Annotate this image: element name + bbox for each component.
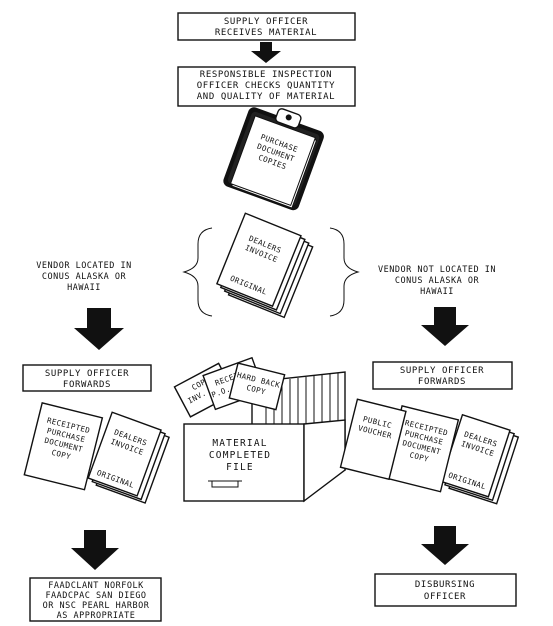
- right-documents-stack: DEALERS INVOICE ORIGINAL RECEIPTED PURCH…: [339, 398, 520, 505]
- right-brace: [329, 227, 360, 317]
- left-destination-line4: AS APPROPRIATE: [57, 611, 136, 621]
- material-completed-file-box: MATERIAL COMPLETED FILE COPY INV. ETC RE…: [173, 356, 346, 503]
- left-documents-stack: DEALERS INVOICE ORIGINAL RECEIPTED PURCH…: [23, 402, 170, 504]
- file-label-3: FILE: [226, 462, 254, 473]
- top-box-line1: SUPPLY OFFICER: [224, 17, 308, 27]
- left-destination-box: FAADCLANT NORFOLK FAADCPAC SAN DIEGO OR …: [29, 577, 162, 622]
- file-label-2: COMPLETED: [209, 450, 271, 461]
- right-condition-label: VENDOR NOT LOCATED IN CONUS ALASKA OR HA…: [378, 265, 496, 297]
- left-destination-line1: FAADCLANT NORFOLK: [48, 581, 144, 591]
- right-condition-line3: HAWAII: [420, 287, 454, 297]
- top-box-line2: RECEIVES MATERIAL: [215, 28, 317, 38]
- right-supply-officer-forwards-box: SUPPLY OFFICER FORWARDS: [372, 361, 513, 390]
- right-forward-line1: SUPPLY OFFICER: [400, 366, 484, 376]
- clipboard-purchase-documents: PURCHASE DOCUMENT COPIES: [223, 107, 324, 211]
- right-forward-line2: FORWARDS: [418, 377, 466, 387]
- left-supply-officer-forwards-box: SUPPLY OFFICER FORWARDS: [22, 364, 152, 392]
- left-condition-line2: CONUS ALASKA OR: [42, 272, 127, 282]
- supply-officer-receives-box: SUPPLY OFFICER RECEIVES MATERIAL: [177, 12, 356, 41]
- inspection-line2: OFFICER CHECKS QUANTITY: [197, 81, 335, 91]
- right-condition-line1: VENDOR NOT LOCATED IN: [378, 265, 496, 275]
- left-condition-line3: HAWAII: [67, 283, 101, 293]
- left-down-arrow-1: [74, 308, 124, 350]
- left-down-arrow-2: [71, 530, 119, 570]
- right-destination-line1: DISBURSING: [415, 580, 475, 590]
- down-arrow-1: [251, 42, 281, 63]
- right-down-arrow-2: [421, 526, 469, 565]
- left-destination-line2: FAADCPAC SAN DIEGO: [45, 591, 146, 601]
- right-condition-line2: CONUS ALASKA OR: [395, 276, 480, 286]
- left-brace: [182, 227, 213, 317]
- right-down-arrow-1: [421, 307, 469, 346]
- left-forward-line2: FORWARDS: [63, 380, 111, 390]
- file-label-1: MATERIAL: [212, 438, 267, 449]
- right-destination-line2: OFFICER: [424, 592, 466, 602]
- inspection-line1: RESPONSIBLE INSPECTION: [200, 70, 332, 80]
- file-handle-icon: [208, 480, 242, 488]
- left-forward-line1: SUPPLY OFFICER: [45, 369, 129, 379]
- right-destination-box: DISBURSING OFFICER: [374, 573, 517, 607]
- left-condition-label: VENDOR LOCATED IN CONUS ALASKA OR HAWAII: [36, 261, 132, 293]
- inspection-line3: AND QUALITY OF MATERIAL: [197, 92, 335, 102]
- left-destination-line3: OR NSC PEARL HARBOR: [43, 601, 150, 611]
- center-dealers-invoice-stack: DEALERS INVOICE ORIGINAL: [182, 212, 360, 319]
- left-condition-line1: VENDOR LOCATED IN: [36, 261, 132, 271]
- inspection-officer-box: RESPONSIBLE INSPECTION OFFICER CHECKS QU…: [177, 66, 356, 107]
